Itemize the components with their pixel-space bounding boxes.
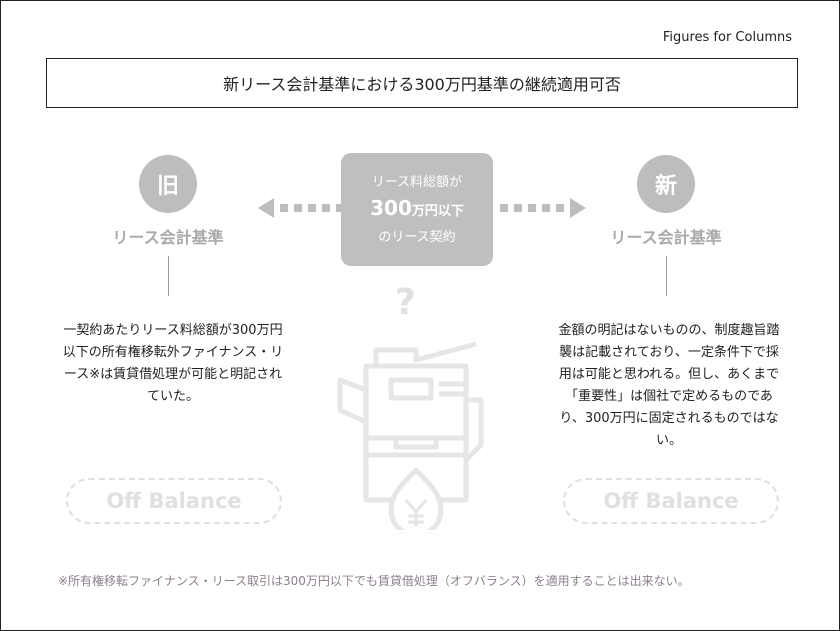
figure-title: 新リース会計基準における300万円基準の継続適用可否 (46, 58, 798, 108)
question-mark: ? (395, 282, 416, 323)
old-description: 一契約あたりリース料総額が300万円以下の所有権移転外ファイナンス・リース※は賃… (62, 323, 284, 404)
center-line1: リース料総額が (371, 175, 463, 190)
center-amount-unit: 万円以下 (411, 204, 464, 219)
new-divider (666, 256, 667, 296)
center-amount: 300 (370, 196, 412, 220)
arrow-right-icon (500, 198, 586, 218)
old-badge: 旧 (139, 155, 197, 213)
footnote: ※所有権移転ファイナンス・リース取引は300万円以下でも賃貸借処理（オフバランス… (58, 574, 690, 588)
figure-label: Figures for Columns (662, 30, 792, 45)
center-line3: のリース契約 (378, 230, 456, 245)
new-badge: 新 (637, 155, 695, 213)
new-description: 金額の明記はないものの、制度趣旨踏襲は記載されており、一定条件下で採用は可能と思… (558, 323, 780, 448)
old-standard-label: リース会計基準 (112, 228, 224, 247)
center-condition-box: リース料総額が 300万円以下 のリース契約 (341, 153, 493, 266)
arrow-left-icon (258, 198, 344, 218)
old-divider (168, 256, 169, 296)
new-standard-label: リース会計基準 (610, 228, 722, 247)
old-off-balance-badge: Off Balance (66, 478, 282, 524)
copier-yen-icon (337, 341, 484, 530)
new-off-balance-badge: Off Balance (563, 478, 779, 524)
